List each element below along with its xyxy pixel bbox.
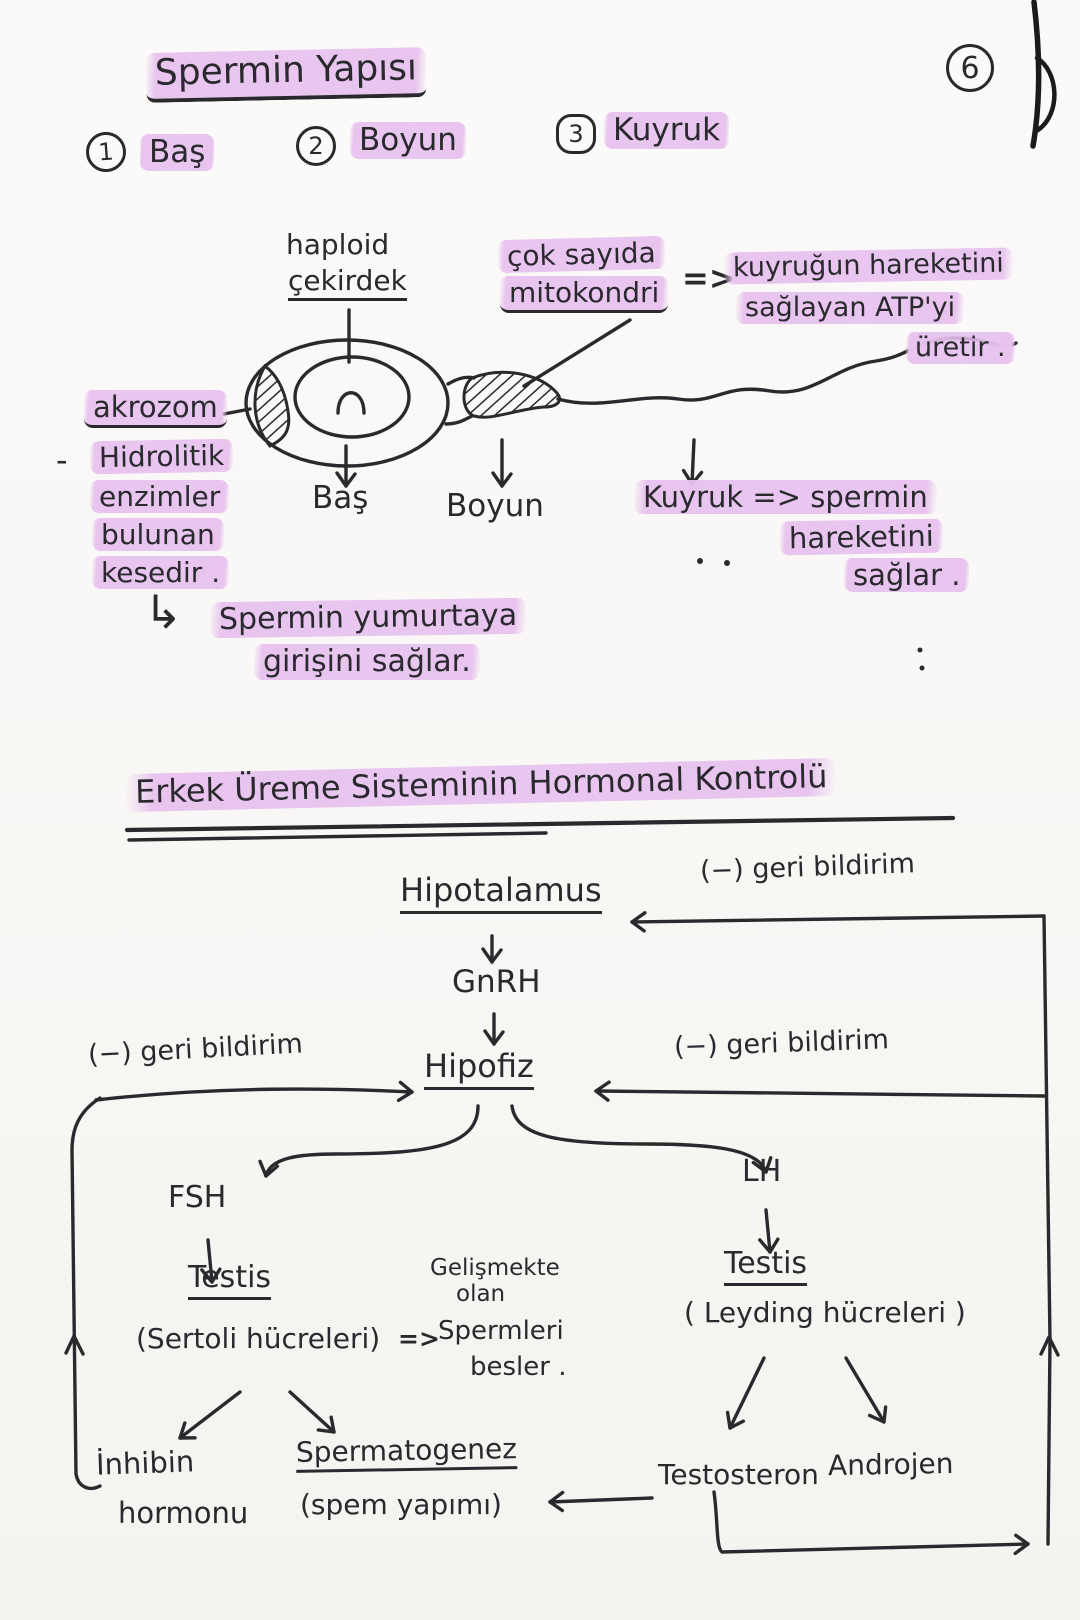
acrosome-note-dash: -	[56, 441, 68, 479]
right-feedback-line	[1042, 914, 1052, 1546]
page-curl	[1034, 55, 1057, 133]
left-feedback-line	[70, 1096, 102, 1491]
tail-note-line1: Kuyruk => spermin	[634, 480, 937, 515]
mito-leader-line	[522, 318, 632, 388]
testis-left-arrow-spermatogenez	[288, 1390, 336, 1434]
atp-note-line1: kuyruğun hareketini	[723, 247, 1014, 285]
stray-dot-4	[919, 665, 925, 671]
node-hipofiz: Hipofiz	[424, 1049, 534, 1090]
acrosome-note-line4: kesedir .	[92, 556, 230, 590]
item-3-number-badge: 3	[556, 114, 596, 154]
acrosome-shape	[253, 363, 291, 448]
hipofiz-branch-left	[258, 1104, 480, 1178]
section2-title-underline-2	[127, 831, 548, 842]
entry-note-line2: girişini sağlar.	[254, 644, 480, 680]
hipofiz-branch-right	[510, 1104, 773, 1174]
left-feedback-up-arrowhead	[64, 1334, 85, 1356]
feeds-label: besler .	[470, 1352, 567, 1382]
acrosome-note-line1: Hidrolitik	[89, 438, 234, 475]
atp-note-line2: sağlayan ATP'yi	[736, 292, 965, 325]
feedback-left-arrow	[94, 1080, 414, 1103]
stray-dot-3	[917, 647, 923, 653]
acrosome-note-line2: enzimler	[90, 480, 230, 514]
lh-arrow	[758, 1208, 780, 1254]
testosteron-to-spermatogenez-arrow	[548, 1490, 654, 1513]
developing-label-line2: olan	[456, 1281, 506, 1307]
item-1-label: Baş	[140, 134, 215, 171]
stray-dot-2	[724, 560, 730, 566]
testis-left-arrow-inhibin	[178, 1390, 242, 1440]
tail-note-line3: sağlar .	[844, 558, 970, 593]
feeds-sperm-label: Spermleri	[438, 1316, 564, 1346]
item-3-number: 3	[568, 120, 584, 148]
inhibin-label-line2: hormonu	[118, 1496, 249, 1530]
akrozom-leader-line	[222, 407, 252, 416]
node-lh: LH	[742, 1154, 782, 1189]
bottom-loop-line	[712, 1490, 1030, 1556]
page-edge-line	[1030, 0, 1042, 149]
item-3-label: Kuyruk	[604, 112, 730, 149]
sertoli-cells-label: (Sertoli hücreleri)	[136, 1322, 381, 1355]
item-2-label: Boyun	[350, 122, 466, 159]
node-fsh: FSH	[168, 1180, 227, 1215]
leydig-cells-label: ( Leyding hücreleri )	[684, 1296, 966, 1329]
feedback-top-arrow	[630, 911, 1046, 933]
flowchart-strokes	[64, 815, 1060, 1556]
section2-title-underline-1	[124, 815, 956, 833]
right-feedback-up-arrowhead	[1039, 1335, 1060, 1357]
entry-note-bullet: ↳	[144, 585, 183, 639]
neck-part-label: Boyun	[446, 488, 544, 524]
neck-line-bottom	[444, 414, 474, 426]
node-testosteron: Testosteron	[658, 1458, 819, 1491]
sperm-production-label: (spem yapımı)	[300, 1488, 502, 1521]
mitochondria-label-line2: mitokondri	[500, 276, 669, 314]
mitochondria-label-line1: çok sayıda	[497, 235, 666, 274]
entry-note-line1: Spermin yumurtaya	[209, 597, 527, 638]
node-androjen: Androjen	[827, 1446, 954, 1483]
developing-label-line1: Gelişmekte	[430, 1255, 560, 1281]
inhibin-label-line1: İnhibin	[95, 1444, 195, 1482]
sperm-nucleus-outline	[293, 355, 411, 439]
page-number: 6	[960, 50, 980, 86]
feedback-right-arrow	[594, 1080, 1046, 1102]
acrosome-note-line3: bulunan	[92, 518, 224, 552]
head-part-label: Baş	[312, 480, 369, 516]
nucleus-n-glyph	[336, 391, 366, 415]
node-gnrh: GnRH	[452, 964, 541, 1000]
testis-right-arrow-androjen	[844, 1356, 888, 1424]
node-spermatogenez: Spermatogenez	[296, 1432, 518, 1474]
node-hipotalamus: Hipotalamus	[400, 873, 602, 914]
node-testis-right: Testis	[724, 1248, 808, 1286]
item-2-number: 2	[308, 132, 324, 160]
testis-right-arrow-testosteron	[725, 1356, 766, 1430]
stray-dot-1	[697, 558, 703, 564]
acrosome-label: akrozom	[84, 390, 227, 429]
section1-title: Spermin Yapısı	[145, 47, 427, 103]
fsh-arrow	[200, 1238, 222, 1284]
page-number-badge: 6	[946, 44, 994, 92]
item-2-number-badge: 2	[296, 126, 336, 166]
haploid-label-line2: çekirdek	[288, 266, 407, 302]
sertoli-arrow-glyph: =>	[398, 1324, 440, 1353]
haploid-label-line1: haploid	[286, 228, 390, 261]
kuyruk-arrow	[681, 438, 704, 486]
node-testis-left: Testis	[188, 1262, 272, 1300]
atp-note-line3: üretir .	[906, 332, 1015, 365]
tail-note-line2: hareketini	[779, 518, 944, 556]
item-1-number: 1	[97, 137, 115, 167]
midpiece-shape	[462, 370, 561, 419]
